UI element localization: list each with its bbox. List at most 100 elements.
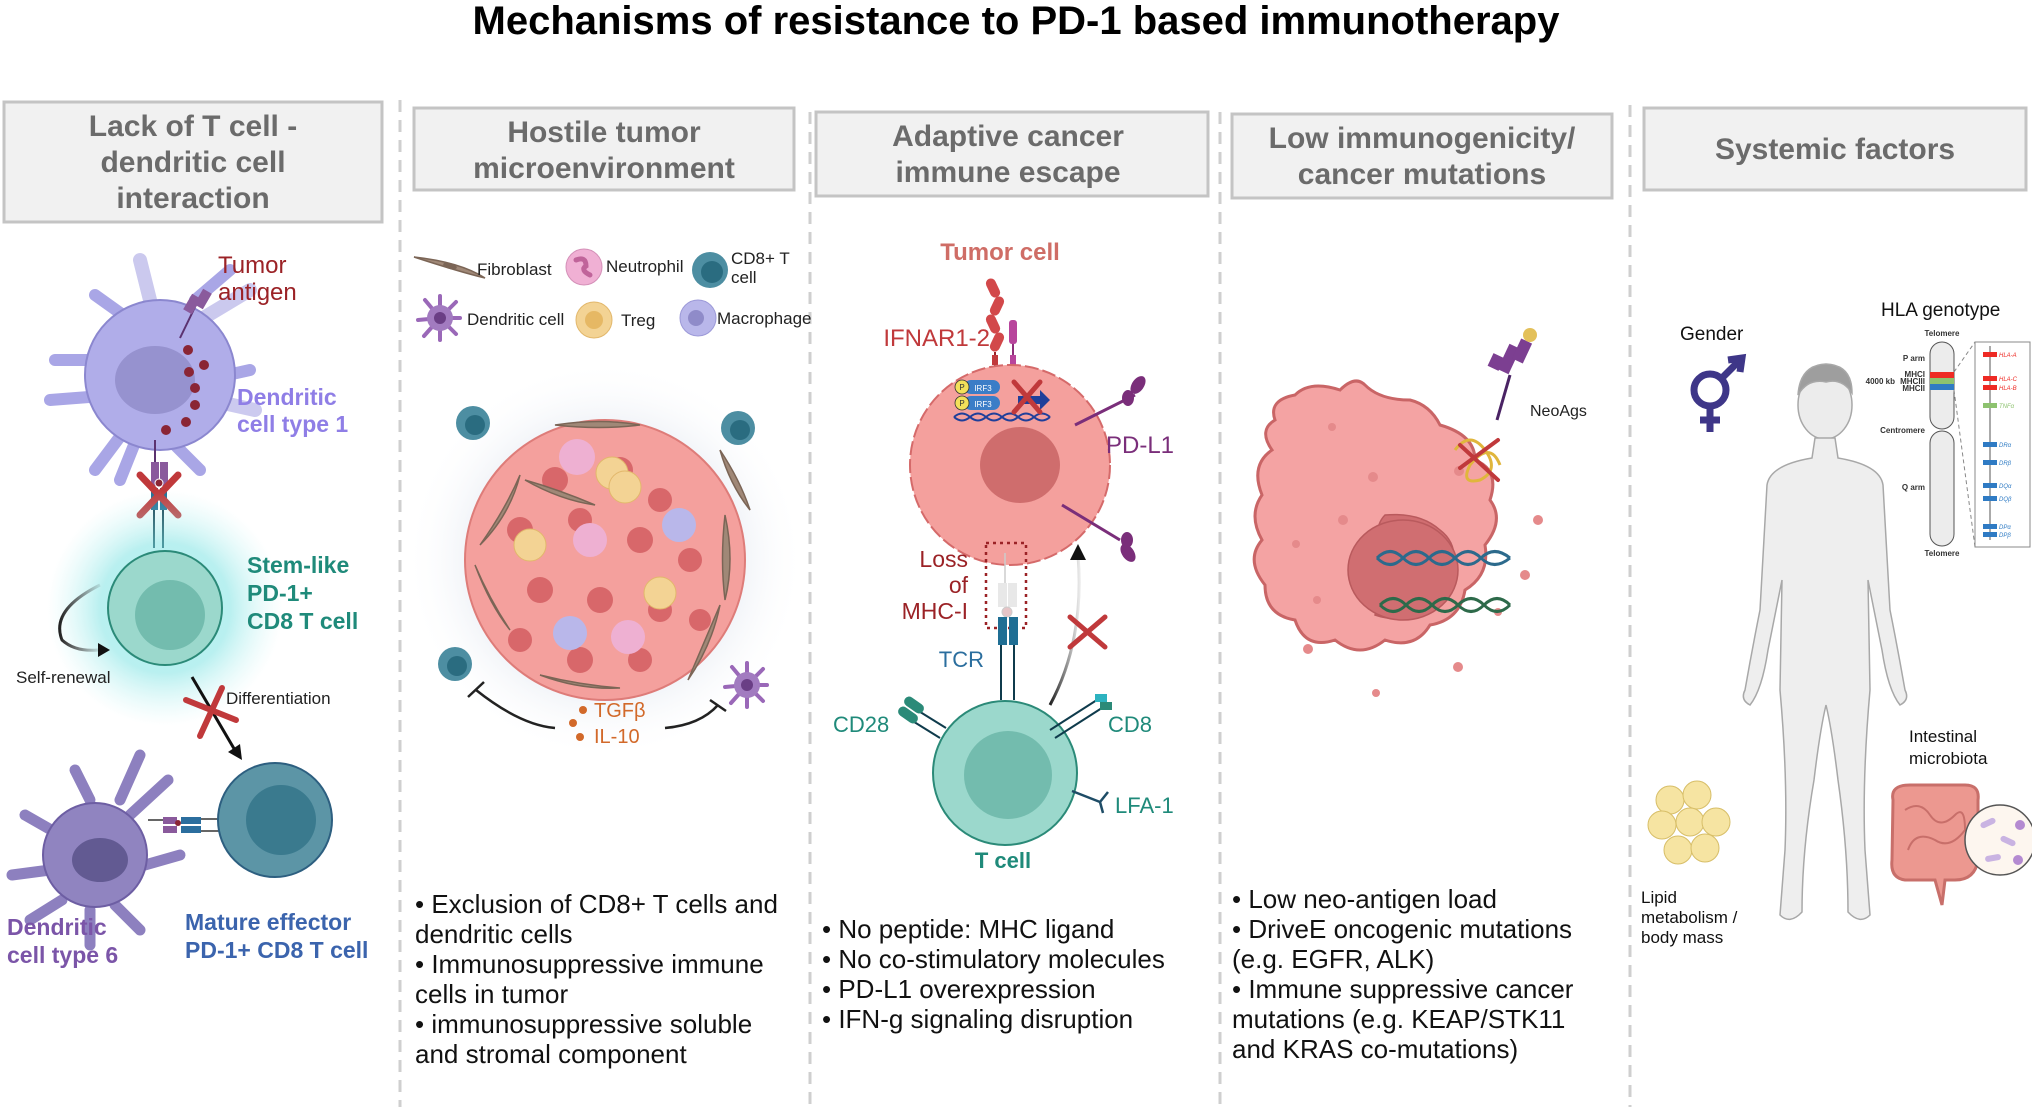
- svg-text:• Immune suppressive cancer: • Immune suppressive cancer: [1232, 974, 1574, 1004]
- dc6-label: Dendritic: [7, 914, 107, 940]
- panel-header-4: Low immunogenicity/ cancer mutations: [1230, 112, 1614, 200]
- svg-text:Adaptive cancer: Adaptive cancer: [892, 120, 1124, 153]
- svg-text:Treg: Treg: [621, 311, 655, 330]
- neutrophil-icon: [559, 439, 645, 654]
- gene-band: [1983, 524, 1997, 529]
- svg-text:4000 kb: 4000 kb: [1866, 377, 1895, 386]
- panel-5-illustration: Gender HLA genotype Telomere P arm MHCI …: [1641, 300, 2032, 947]
- dendritic-cell-icon: [723, 661, 769, 709]
- gene-label: DRα: [1999, 443, 2012, 449]
- panel-header-2: Hostile tumor microenvironment: [412, 106, 796, 192]
- mhc-band: [1930, 378, 1954, 384]
- stem-like-label: CD8 T cell: [247, 608, 358, 634]
- tcr-label: TCR: [939, 647, 984, 672]
- self-renewal-label: Self-renewal: [16, 668, 111, 687]
- lipid-label: Lipid: [1641, 888, 1677, 907]
- panel-3-illustration: Tumor cell IFNAR1-2 P: [833, 239, 1174, 873]
- figure-title: Mechanisms of resistance to PD-1 based i…: [473, 0, 1561, 43]
- svg-text:• Exclusion of CD8+ T cells an: • Exclusion of CD8+ T cells and: [415, 889, 778, 919]
- lfa1-icon: [1071, 789, 1109, 814]
- svg-text:interaction: interaction: [116, 182, 269, 215]
- panel-4-bullets: • Low neo-antigen load • DriveE oncogeni…: [1232, 884, 1574, 1064]
- tumor-antigen-label: antigen: [218, 279, 297, 306]
- svg-text:(e.g. EGFR, ALK): (e.g. EGFR, ALK): [1232, 944, 1434, 974]
- misfolded-protein-icon: [1453, 438, 1502, 483]
- svg-text:• Immunosuppressive immune: • Immunosuppressive immune: [415, 949, 764, 979]
- svg-text:P arm: P arm: [1903, 354, 1925, 363]
- lipid-label: body mass: [1641, 928, 1723, 947]
- cd8-t-cell-icon: [692, 252, 728, 288]
- stem-like-t-cell-icon: [107, 550, 223, 666]
- irf3-complex-icon: P P IRF3 IRF3: [953, 379, 1051, 422]
- svg-text:CD8+ T: CD8+ T: [731, 249, 790, 268]
- inhibition-arrow: [475, 689, 556, 730]
- svg-text:Macrophage: Macrophage: [717, 309, 812, 328]
- panel-4-illustration: NeoAgs: [1252, 328, 1587, 697]
- cd28-label: CD28: [833, 712, 889, 737]
- svg-text:IRF3: IRF3: [974, 400, 992, 409]
- blocked-x-icon: [1011, 379, 1043, 415]
- svg-text:• No co-stimulatory molecules: • No co-stimulatory molecules: [822, 944, 1165, 974]
- lipid-label: metabolism /: [1641, 908, 1738, 927]
- macrophage-icon: [679, 299, 717, 337]
- mature-effector-label: PD-1+ CD8 T cell: [185, 937, 368, 963]
- mhc-band: [1930, 372, 1954, 378]
- cd28-icon: [898, 696, 947, 739]
- panel-header-1: Lack of T cell - dendritic cell interact…: [2, 100, 384, 224]
- gene-band: [1983, 352, 1997, 357]
- gene-band: [1983, 376, 1997, 381]
- svg-text:dendritic cells: dendritic cells: [415, 919, 573, 949]
- ifnar-label: IFNAR1-2: [883, 325, 990, 352]
- svg-text:Q arm: Q arm: [1902, 483, 1925, 492]
- cancer-cell-icon: [1252, 379, 1543, 697]
- svg-text:• Low neo-antigen load: • Low neo-antigen load: [1232, 884, 1497, 914]
- differentiation-label: Differentiation: [226, 689, 331, 708]
- svg-text:Dendritic cell: Dendritic cell: [467, 310, 564, 329]
- gene-band: [1983, 483, 1997, 488]
- svg-text:IRF3: IRF3: [974, 384, 992, 393]
- microbiota-magnifier-icon: [1964, 804, 2032, 876]
- chromosome-diagram: Telomere P arm MHCI MHCIII MHCII 4000 kb…: [1866, 329, 2031, 558]
- dc1-label: Dendritic: [237, 384, 337, 410]
- svg-text:immune escape: immune escape: [895, 156, 1120, 189]
- dendritic-cell-type-6-icon: [6, 749, 186, 951]
- activation-arrow: [1048, 554, 1081, 706]
- neoags-label: NeoAgs: [1530, 403, 1587, 420]
- svg-text:P: P: [959, 399, 964, 408]
- mature-effector-t-cell-icon: [217, 762, 333, 878]
- mature-effector-label: Mature effector: [185, 909, 351, 935]
- gene-label: DPβ: [1999, 533, 2011, 539]
- svg-text:microenvironment: microenvironment: [473, 152, 735, 185]
- svg-text:Neutrophil: Neutrophil: [606, 257, 684, 276]
- pdl1-label: PD-L1: [1106, 432, 1174, 459]
- gene-label: HLA-B: [1999, 386, 2017, 392]
- panel-2-bullets: • Exclusion of CD8+ T cells and dendriti…: [415, 889, 778, 1069]
- treg-icon: [575, 301, 613, 339]
- gene-label: TNFα: [1999, 404, 2015, 410]
- t-cell-label: T cell: [975, 848, 1031, 873]
- dc6-label: cell type 6: [7, 942, 118, 968]
- dna-icon: [1375, 550, 1512, 613]
- cd8-icon: [1049, 694, 1112, 739]
- human-body-icon: [1742, 363, 1908, 921]
- svg-text:Centromere: Centromere: [1880, 426, 1925, 435]
- blocked-x-icon: [1067, 614, 1108, 650]
- cd8-label: CD8: [1108, 712, 1152, 737]
- differentiation-arrow: [190, 676, 238, 753]
- fibroblast-icon: [474, 420, 751, 689]
- cytokine-il10-label: IL-10: [594, 726, 640, 748]
- dendritic-cell-type-1-icon: [44, 253, 262, 486]
- tumor-cell-label: Tumor cell: [940, 239, 1060, 266]
- lfa1-label: LFA-1: [1115, 793, 1174, 818]
- intestinal-label: microbiota: [1909, 749, 1988, 768]
- svg-text:• DriveE oncogenic mutations: • DriveE oncogenic mutations: [1232, 914, 1572, 944]
- t-cell-icon: [932, 700, 1078, 846]
- gender-label: Gender: [1680, 324, 1744, 345]
- svg-text:dendritic cell: dendritic cell: [100, 146, 285, 179]
- panel-header-5: Systemic factors: [1642, 106, 2028, 192]
- svg-text:• IFN-g signaling disruption: • IFN-g signaling disruption: [822, 1004, 1133, 1034]
- panel-3-bullets: • No peptide: MHC ligand • No co-stimula…: [822, 914, 1165, 1034]
- dc1-label: cell type 1: [237, 411, 348, 437]
- gene-label: DQβ: [1999, 497, 2012, 503]
